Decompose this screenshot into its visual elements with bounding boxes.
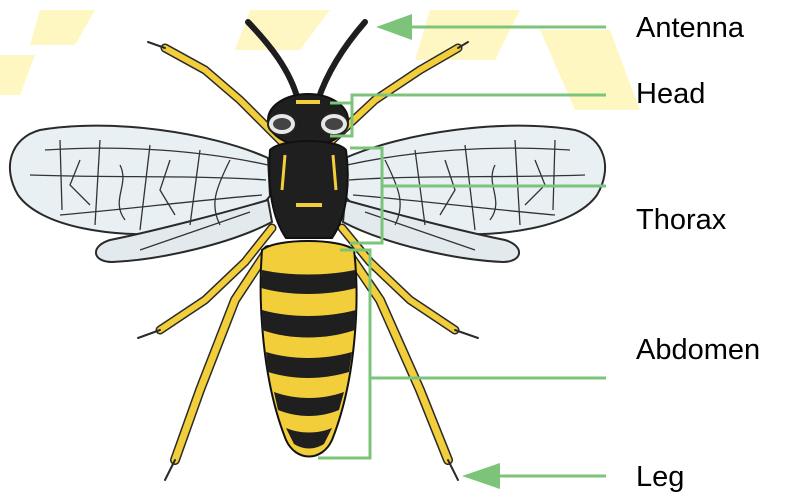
label-thorax: Thorax [636,206,726,235]
label-abdomen: Abdomen [636,336,760,365]
label-leg: Leg [636,463,684,492]
wasp-illustration-icon [10,22,605,480]
abdomen [261,241,357,457]
arrowhead-icon [376,14,412,40]
arrowhead-icon [462,463,500,489]
left-wings [10,126,272,262]
thorax [269,141,347,238]
label-antenna: Antenna [636,14,744,43]
label-head: Head [636,80,705,109]
